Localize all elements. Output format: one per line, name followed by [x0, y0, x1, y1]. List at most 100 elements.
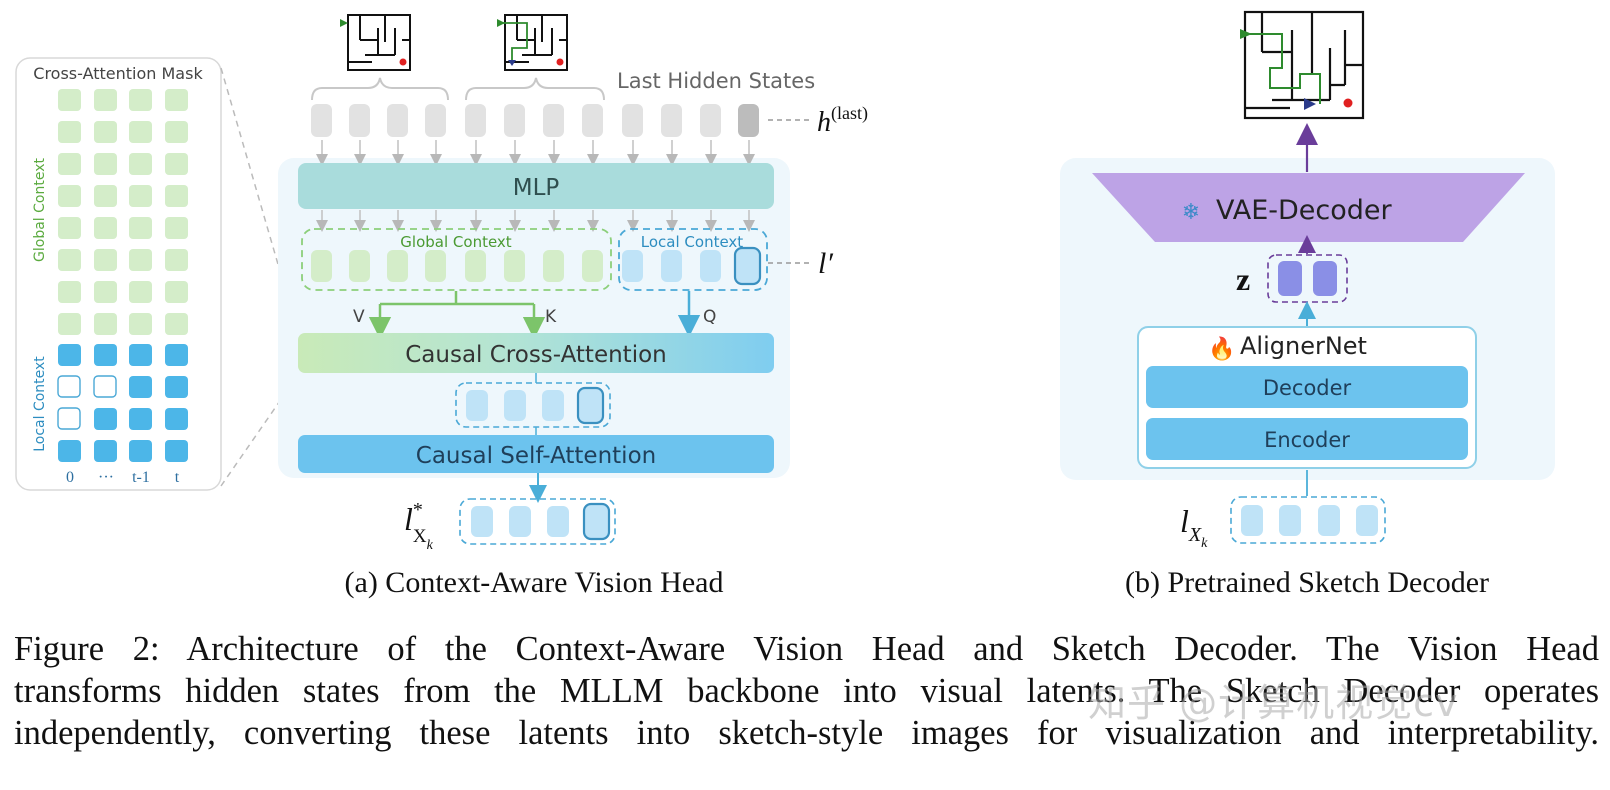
mask-cell-global	[94, 217, 117, 239]
last-hidden-states-label: Last Hidden States	[617, 69, 815, 93]
intermediate-tokens	[466, 386, 605, 425]
hidden-state-token	[622, 104, 643, 137]
mask-cell-global	[58, 89, 81, 111]
mask-col-label-3: t	[175, 469, 180, 486]
mask-col-label-0: 0	[66, 469, 74, 486]
h-last-label: h(last)	[817, 103, 868, 138]
mask-cell-local-on	[165, 440, 188, 462]
mask-cell-global	[58, 121, 81, 143]
mask-cell-global	[165, 217, 188, 239]
mask-cell-local-on	[129, 376, 152, 398]
output-token	[509, 506, 531, 537]
figure-caption-line-3: independently, converting these latents …	[14, 714, 1599, 752]
output-token-current	[582, 502, 611, 541]
mask-grid	[57, 89, 188, 462]
q-label: Q	[703, 307, 716, 327]
mask-cell-global	[94, 313, 117, 335]
context-tokens	[311, 246, 762, 286]
mask-local-label: Local Context	[32, 356, 48, 452]
mask-global-label: Global Context	[32, 158, 48, 262]
hidden-state-token	[700, 104, 721, 137]
hidden-state-token	[582, 104, 603, 137]
mask-cell-global	[94, 185, 117, 207]
decoder-label: Decoder	[1263, 376, 1352, 400]
mask-cell-local-on	[165, 376, 188, 398]
cross-attention-label: Causal Cross-Attention	[405, 342, 667, 368]
global-context-token	[425, 250, 446, 282]
mask-cell-global	[94, 89, 117, 111]
mask-cell-local-on	[58, 440, 81, 462]
global-context-token	[582, 250, 603, 282]
mask-cell-global	[129, 249, 152, 271]
mask-cell-local-on	[165, 408, 188, 430]
output-token	[471, 506, 493, 537]
maze-output-icon	[1240, 10, 1365, 120]
hidden-state-token	[387, 104, 408, 137]
mask-cell-local-on	[58, 344, 81, 366]
vk-split	[378, 291, 536, 326]
mask-cell-global	[129, 121, 152, 143]
panel-b-caption: (b) Pretrained Sketch Decoder	[1125, 566, 1489, 599]
global-context-token	[387, 250, 408, 282]
z-token	[1313, 261, 1337, 296]
k-label: K	[545, 307, 557, 327]
mask-title: Cross-Attention Mask	[33, 64, 203, 83]
mask-cell-global	[58, 153, 81, 175]
mlp-to-context-arrows	[316, 210, 755, 232]
mask-cell-global	[58, 249, 81, 271]
decoder-block	[1146, 366, 1468, 408]
global-context-label: Global Context	[400, 233, 511, 251]
hidden-state-token	[425, 104, 446, 137]
hidden-state-token	[349, 104, 370, 137]
intermediate-token	[504, 390, 526, 421]
watermark: 知乎 @计算机视觉cv	[1088, 681, 1459, 725]
maze-icon-small-2	[497, 14, 568, 71]
intermediate-token	[466, 390, 488, 421]
snowflake-icon: ❄	[1182, 200, 1200, 225]
panel-a-caption: (a) Context-Aware Vision Head	[345, 566, 724, 599]
mask-cell-global	[58, 217, 81, 239]
mask-cell-local-off	[57, 375, 81, 398]
output-token	[547, 506, 569, 537]
mask-cell-global	[58, 185, 81, 207]
hidden-state-token	[311, 104, 332, 137]
mask-cell-local-on	[94, 344, 117, 366]
mask-cell-global	[58, 281, 81, 303]
local-context-label: Local Context	[641, 233, 744, 251]
input-latent-token	[1318, 505, 1340, 536]
mask-cell-local-on	[129, 408, 152, 430]
mask-col-label-1: ···	[98, 469, 114, 486]
hidden-state-token	[543, 104, 564, 137]
mask-cell-local-off	[57, 407, 81, 430]
mlp-label: MLP	[513, 175, 560, 201]
input-latent-token	[1279, 505, 1301, 536]
mask-cell-global	[165, 249, 188, 271]
self-attention-label: Causal Self-Attention	[416, 443, 656, 469]
figure-canvas: Cross-Attention Mask Global Context Loca…	[15, 10, 1555, 599]
hidden-state-token	[661, 104, 682, 137]
mask-cell-global	[165, 281, 188, 303]
mask-cell-global	[165, 89, 188, 111]
mask-cell-global	[94, 121, 117, 143]
v-label: V	[353, 307, 365, 327]
mask-cell-global	[129, 185, 152, 207]
input-latent-box	[1230, 496, 1386, 544]
encoder-block	[1146, 418, 1468, 460]
output-token-box	[459, 498, 616, 545]
hidden-state-token	[465, 104, 486, 137]
mlp-block	[298, 163, 774, 209]
cross-attention-mask-panel: Cross-Attention Mask Global Context Loca…	[15, 57, 222, 491]
intermediate-token	[542, 390, 564, 421]
mask-cell-global	[129, 153, 152, 175]
mask-cell-global	[165, 185, 188, 207]
hidden-state-token-last	[738, 104, 759, 137]
figure-caption: Figure 2: Architecture of the Context-Aw…	[14, 628, 1599, 754]
intermediate-token-current	[576, 386, 605, 425]
fire-icon: 🔥	[1208, 336, 1235, 362]
l-star-label: l*Xk	[404, 499, 434, 553]
figure-caption-line-2: transforms hidden states from the MLLM b…	[14, 672, 1599, 710]
z-label: z	[1236, 261, 1250, 297]
mask-cell-local-on	[129, 344, 152, 366]
alignernet-label: AlignerNet	[1240, 332, 1367, 360]
mask-col-label-2: t-1	[132, 469, 150, 486]
